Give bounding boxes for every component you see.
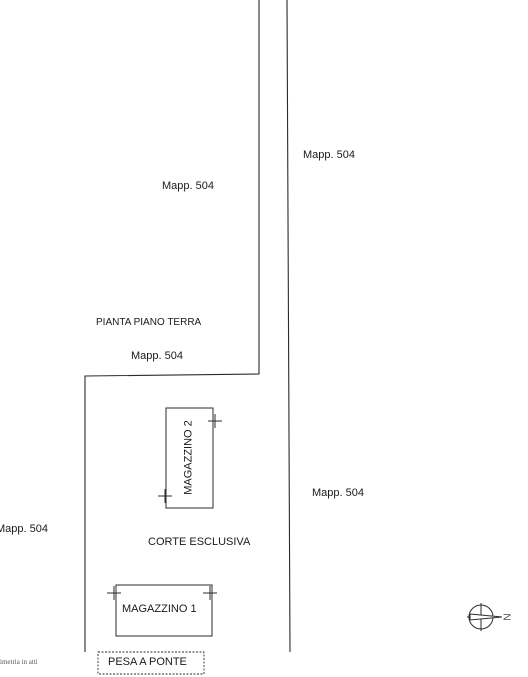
- parcel-label-mid-left: Mapp. 504: [131, 350, 183, 362]
- parcel-label-top-center: Mapp. 504: [162, 180, 214, 192]
- north-arrow-letter: N: [502, 613, 514, 621]
- pesa-a-ponte-outline: [97, 651, 205, 675]
- floor-plan-title: PIANTA PIANO TERRA: [96, 317, 202, 328]
- magazzino-1-building: [107, 584, 217, 637]
- parcel-label-right: Mapp. 504: [312, 487, 364, 499]
- court-label: CORTE ESCLUSIVA: [148, 536, 251, 548]
- footer-note: imetria in atti: [0, 658, 38, 666]
- parcel-boundary-right: [286, 0, 291, 653]
- magazzino-1-label: MAGAZZINO 1: [122, 603, 197, 615]
- north-arrow-icon: [467, 603, 503, 631]
- magazzino-2-building: [158, 407, 222, 509]
- pesa-a-ponte-label: PESA A PONTE: [108, 656, 187, 668]
- parcel-label-top-right: Mapp. 504: [303, 149, 355, 161]
- parcel-boundary-left: [84, 0, 260, 652]
- parcel-label-left-edge: Mapp. 504: [0, 523, 48, 535]
- magazzino-2-label: MAGAZZINO 2: [182, 420, 195, 495]
